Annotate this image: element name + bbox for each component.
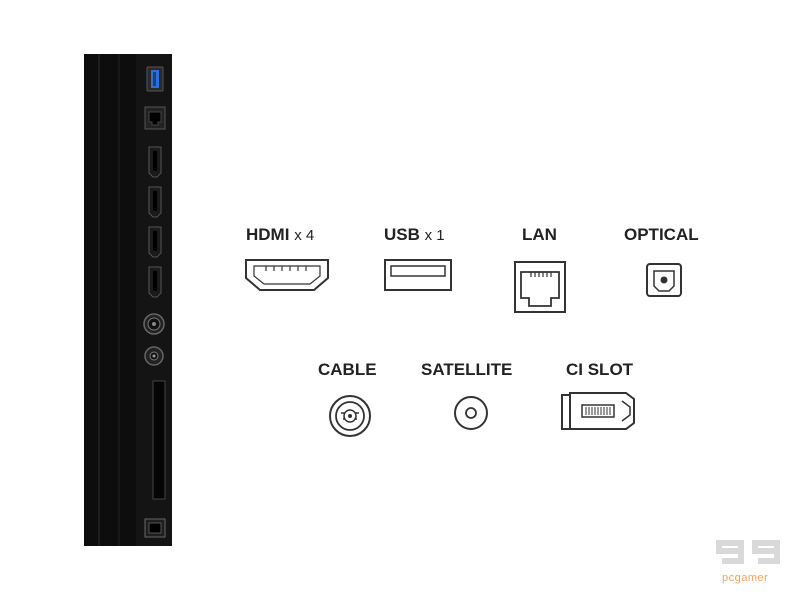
panel-hdmi-port-icon (146, 186, 164, 218)
optical-port-icon (645, 262, 683, 303)
ci-slot-icon (560, 387, 640, 440)
panel-edge (98, 54, 100, 546)
ci-slot-label: CI SLOT (566, 360, 634, 379)
satellite-label: SATELLITE (421, 360, 513, 379)
hdmi-label: HDMI x 4 (246, 225, 315, 244)
panel-lan-port-icon (144, 106, 166, 130)
lan-port-icon (513, 260, 567, 319)
panel-hdmi-port-icon (146, 266, 164, 298)
panel-cable-port-icon (142, 312, 166, 336)
panel-usb-port-icon (146, 66, 164, 92)
panel-inner-line (118, 54, 120, 546)
optical-label: OPTICAL (624, 225, 699, 244)
tv-side-panel (84, 54, 172, 546)
panel-ci-slot-icon (152, 380, 166, 500)
panel-hdmi-port-icon (146, 226, 164, 258)
satellite-port-icon (452, 394, 490, 437)
pcgamer-logo-icon (712, 532, 788, 592)
cable-label: CABLE (318, 360, 377, 379)
lan-label: LAN (522, 225, 557, 244)
usb-port-icon (383, 258, 453, 297)
watermark-text: pcgamer (722, 572, 769, 584)
cable-port-icon (327, 393, 373, 444)
panel-optical-port-icon (144, 518, 166, 538)
hdmi-port-icon (244, 258, 330, 297)
panel-satellite-port-icon (142, 344, 166, 368)
panel-hdmi-port-icon (146, 146, 164, 178)
usb-label: USB x 1 (384, 225, 445, 244)
